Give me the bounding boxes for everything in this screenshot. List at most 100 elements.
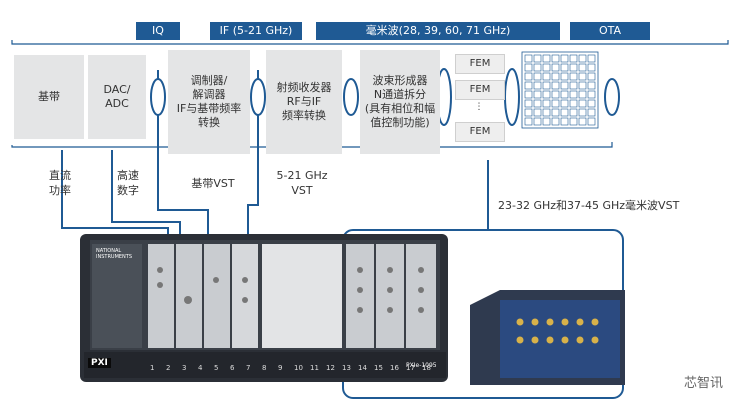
slot-number: 5 <box>214 364 218 372</box>
ni-brand-line2: INSTRUMENTS <box>96 254 133 260</box>
antenna-element <box>551 63 560 72</box>
antenna-element <box>551 81 560 90</box>
high-speed-label: 高速 数字 <box>108 168 148 198</box>
high-speed-line1: 高速 <box>117 169 139 182</box>
antenna-element <box>587 81 596 90</box>
antenna-element <box>569 72 578 81</box>
antenna-array <box>521 51 599 129</box>
antenna-element <box>560 72 569 81</box>
antenna-element <box>524 99 533 108</box>
baseband-vst-label: 基带VST <box>191 177 235 190</box>
antenna-element <box>551 108 560 117</box>
antenna-element <box>587 63 596 72</box>
antenna-element <box>587 117 596 126</box>
antenna-element <box>569 63 578 72</box>
antenna-element <box>533 81 542 90</box>
dac-adc-line2: ADC <box>105 97 129 110</box>
antenna-element <box>560 81 569 90</box>
modulator-line4: 转换 <box>198 116 220 129</box>
antenna-element <box>578 72 587 81</box>
fem-box-1: FEM <box>455 54 505 74</box>
antenna-element <box>542 117 551 126</box>
mmwave-vst-label: 23-32 GHz和37-45 GHz毫米波VST <box>498 199 680 212</box>
antenna-element <box>578 54 587 63</box>
antenna-element <box>551 72 560 81</box>
antenna-element <box>533 63 542 72</box>
header-ota: OTA <box>570 22 650 40</box>
mmwave-head-box <box>470 290 625 385</box>
antenna-element <box>524 54 533 63</box>
antenna-element <box>587 99 596 108</box>
connector-oval-ota <box>604 78 620 116</box>
transceiver-line3: 频率转换 <box>282 109 326 122</box>
antenna-element <box>560 90 569 99</box>
antenna-element <box>542 54 551 63</box>
connector-oval-fem-right <box>504 68 520 126</box>
antenna-element <box>560 108 569 117</box>
modulator-line2: 解调器 <box>192 88 226 101</box>
fem-box-3: FEM <box>455 122 505 142</box>
dac-adc-line1: DAC/ <box>103 83 131 96</box>
antenna-element <box>542 72 551 81</box>
slot-number: 13 <box>342 364 351 372</box>
antenna-element <box>578 90 587 99</box>
if-vst-line2: VST <box>291 184 313 197</box>
header-mmwave: 毫米波(28, 39, 60, 71 GHz) <box>316 22 560 40</box>
connector-oval-mm-left <box>343 78 359 116</box>
antenna-element <box>569 54 578 63</box>
antenna-element <box>560 117 569 126</box>
beamformer-line4: 值控制功能) <box>370 116 430 129</box>
slot-number: 16 <box>390 364 399 372</box>
high-speed-line2: 数字 <box>117 184 139 197</box>
antenna-element <box>533 99 542 108</box>
header-if: IF (5-21 GHz) <box>210 22 302 40</box>
fem-ellipsis: ⋮ <box>474 102 484 112</box>
dc-power-line1: 直流 <box>49 169 71 182</box>
slot-number: 17 <box>406 364 415 372</box>
antenna-element <box>542 81 551 90</box>
antenna-element <box>542 99 551 108</box>
slot-number: 1 <box>150 364 154 372</box>
pxi-chassis <box>80 234 448 382</box>
antenna-element <box>524 117 533 126</box>
antenna-element <box>524 90 533 99</box>
baseband-block: 基带 <box>14 55 84 139</box>
antenna-element <box>533 90 542 99</box>
modulator-line3: IF与基带频率 <box>176 102 242 115</box>
slot-number: 15 <box>374 364 383 372</box>
antenna-element <box>569 99 578 108</box>
antenna-element <box>569 117 578 126</box>
antenna-element <box>551 117 560 126</box>
beamformer-block: 波束形成器 N通道拆分 (具有相位和幅 值控制功能) <box>360 50 440 154</box>
antenna-element <box>578 99 587 108</box>
modulator-block: 调制器/ 解调器 IF与基带频率 转换 <box>168 50 250 154</box>
antenna-element <box>587 54 596 63</box>
slot-number: 6 <box>230 364 235 372</box>
slot-number: 2 <box>166 364 170 372</box>
antenna-element <box>560 99 569 108</box>
dc-power-label: 直流 功率 <box>40 168 80 198</box>
slot-number: 14 <box>358 364 367 372</box>
antenna-element <box>560 63 569 72</box>
beamformer-line3: (具有相位和幅 <box>364 102 436 115</box>
antenna-element <box>533 54 542 63</box>
pxi-model-label: PXIe-1095 <box>406 362 437 369</box>
slot-number: 18 <box>422 364 431 372</box>
antenna-element <box>542 108 551 117</box>
antenna-element <box>533 117 542 126</box>
antenna-element <box>542 90 551 99</box>
top-bus-line <box>11 40 729 45</box>
antenna-element <box>569 81 578 90</box>
slot-number: 12 <box>326 364 335 372</box>
connector-oval-if <box>250 78 266 116</box>
antenna-element <box>533 72 542 81</box>
header-iq: IQ <box>136 22 180 40</box>
modulator-line1: 调制器/ <box>190 74 228 87</box>
antenna-element <box>524 108 533 117</box>
antenna-element <box>578 117 587 126</box>
antenna-element <box>569 90 578 99</box>
antenna-element <box>524 63 533 72</box>
antenna-element <box>587 108 596 117</box>
slot-number: 3 <box>182 364 186 372</box>
beamformer-line1: 波束形成器 <box>372 74 428 87</box>
